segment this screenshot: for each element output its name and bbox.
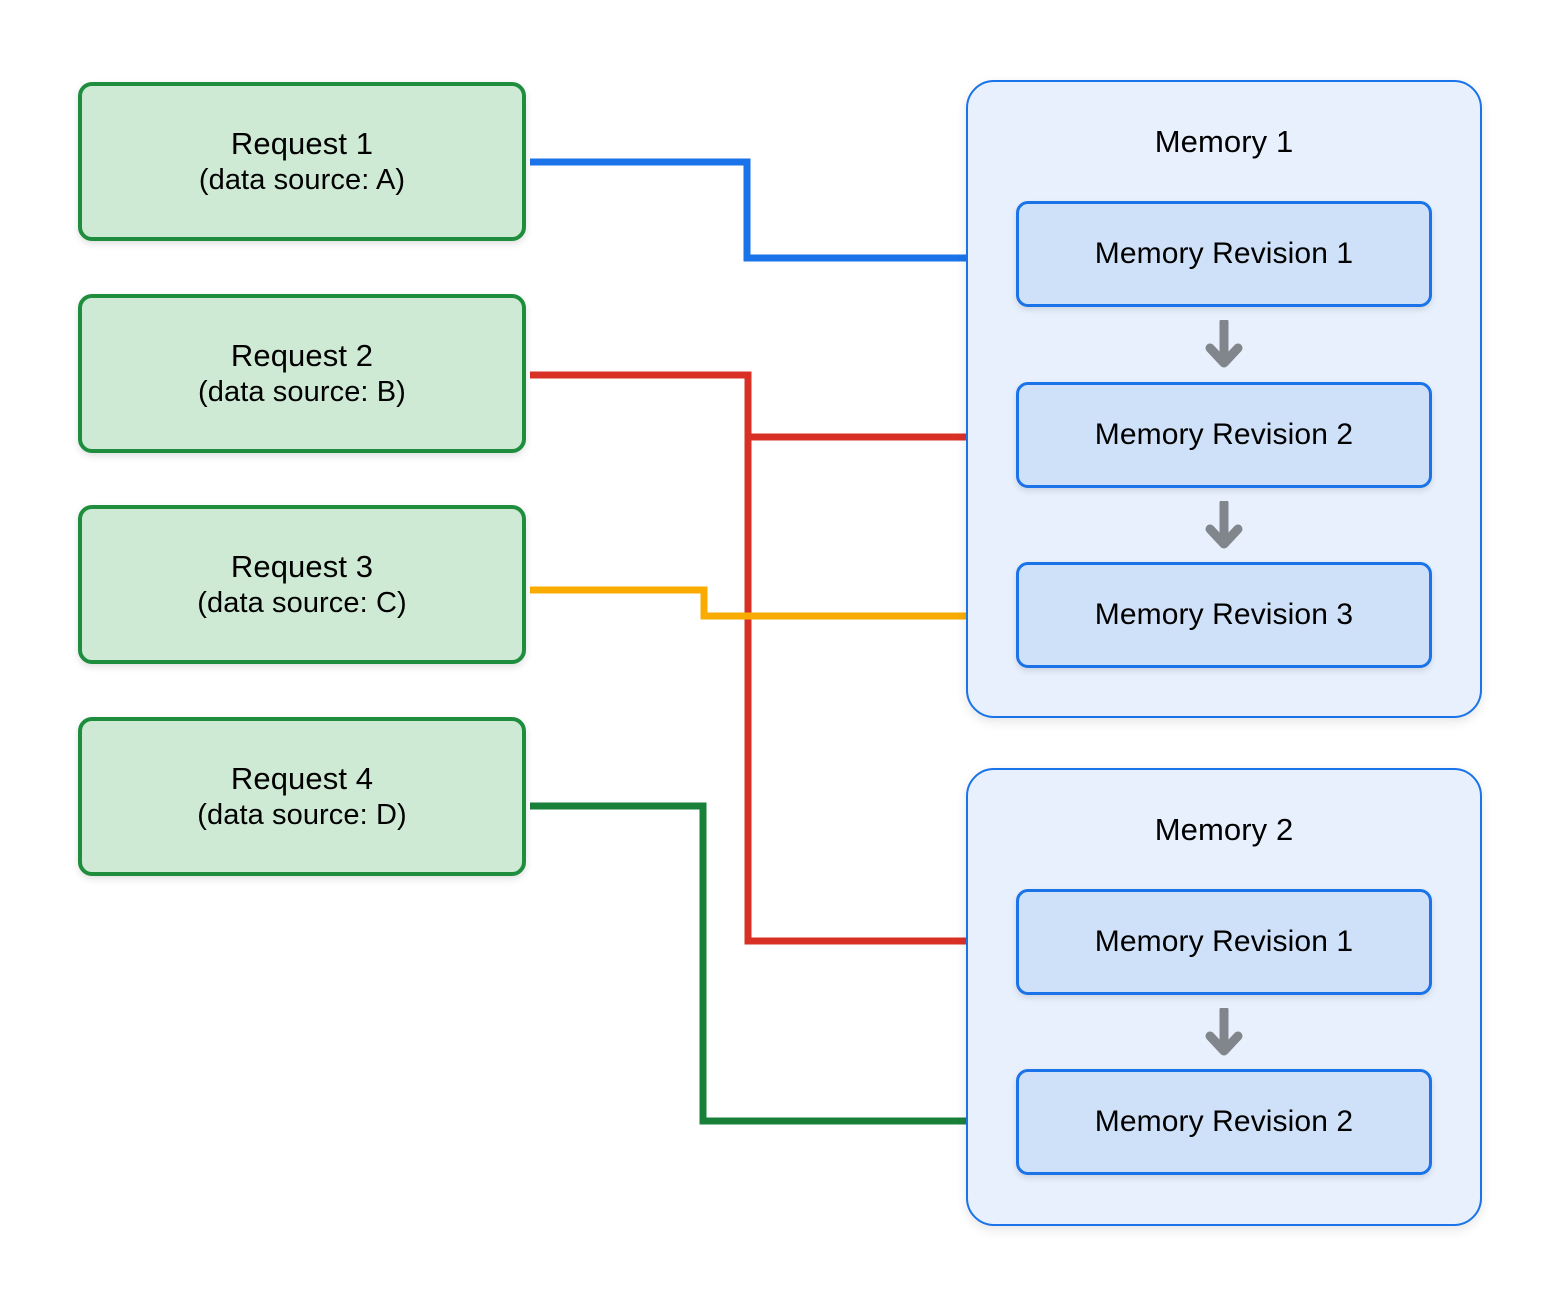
memory-1-revision-2[interactable]: Memory Revision 2 — [1016, 382, 1432, 488]
memory-2-revision-2[interactable]: Memory Revision 2 — [1016, 1069, 1432, 1175]
connector-request-1-to-memory-1-revision-1 — [530, 158, 1002, 262]
request-4-subtitle: (data source: D) — [197, 798, 407, 831]
connector-request-4-to-memory-2-revision-2 — [530, 802, 1002, 1125]
connector-request-2-to-memory-1-revision-2 — [530, 371, 1002, 441]
request-4-title: Request 4 — [230, 760, 374, 796]
memory-1-title: Memory 1 — [1154, 124, 1294, 159]
request-3-title: Request 3 — [230, 548, 374, 584]
memory-2-title: Memory 2 — [1154, 812, 1294, 847]
memory-1-revision-1[interactable]: Memory Revision 1 — [1016, 201, 1432, 307]
request-1-title: Request 1 — [230, 125, 374, 161]
request-2-title: Request 2 — [230, 337, 374, 373]
request-4[interactable]: Request 4(data source: D) — [78, 717, 526, 876]
request-1-subtitle: (data source: A) — [198, 163, 406, 196]
connector-request-3-to-memory-1-revision-3 — [530, 586, 1002, 620]
memory-1-revision-3[interactable]: Memory Revision 3 — [1016, 562, 1432, 668]
request-2[interactable]: Request 2(data source: B) — [78, 294, 526, 453]
request-3-subtitle: (data source: C) — [197, 586, 407, 619]
memory-2-revision-1[interactable]: Memory Revision 1 — [1016, 889, 1432, 995]
request-2-subtitle: (data source: B) — [198, 375, 406, 408]
request-1[interactable]: Request 1(data source: A) — [78, 82, 526, 241]
request-3[interactable]: Request 3(data source: C) — [78, 505, 526, 664]
connector-request-2-to-memory-2-revision-1 — [744, 437, 1002, 945]
